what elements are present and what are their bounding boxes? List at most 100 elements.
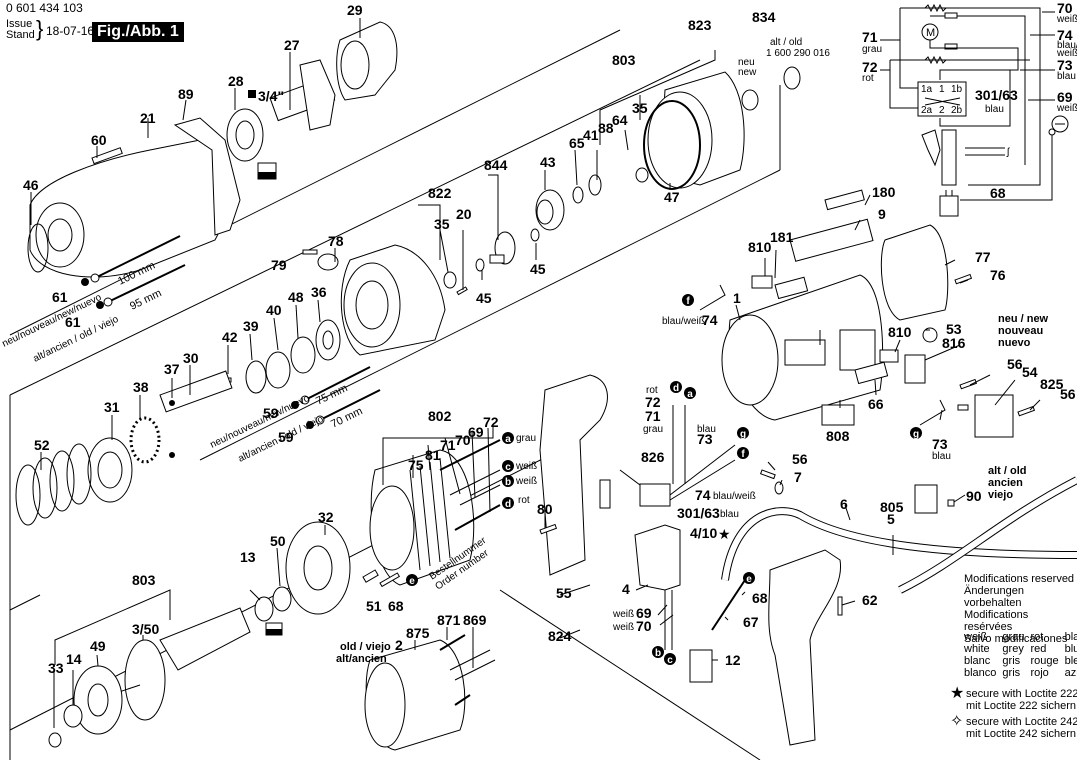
part-9-label bbox=[789, 218, 874, 262]
part-51-spring bbox=[362, 569, 379, 583]
schematic-wire-71: 71 bbox=[862, 29, 878, 45]
part-28-ring-inner bbox=[235, 120, 255, 150]
callout-37: 37 bbox=[164, 361, 180, 377]
part-73-terminal bbox=[919, 399, 946, 426]
callout-14: 14 bbox=[66, 651, 82, 667]
callout-36: 36 bbox=[311, 284, 327, 300]
callout-77: 77 bbox=[975, 249, 991, 265]
label-rot: rot bbox=[646, 385, 658, 396]
callout-301-63: 301/63 bbox=[677, 505, 720, 521]
part-4-electronic-module bbox=[634, 524, 681, 650]
callout-12: 12 bbox=[725, 652, 741, 668]
schematic-wire-70-color: weiß bbox=[1056, 14, 1077, 25]
callout-871: 871 bbox=[437, 612, 461, 628]
part-39-spring-clip bbox=[245, 360, 267, 394]
loctite-222-en: secure with Loctite 222 bbox=[966, 688, 1077, 700]
svg-text:e: e bbox=[746, 574, 752, 585]
part-30-hammer-shaft bbox=[159, 370, 233, 413]
callout-56-c: 56 bbox=[792, 451, 808, 467]
wire-tag-c-color: weiß bbox=[515, 461, 537, 472]
loctite-242-en: secure with Loctite 242 bbox=[966, 716, 1077, 728]
part-32-fan-baffle bbox=[285, 521, 351, 615]
label-old-part-number: 1 600 290 016 bbox=[766, 48, 830, 59]
callout-80: 80 bbox=[537, 501, 553, 517]
callout-803-top: 803 bbox=[612, 52, 636, 68]
callout-875: 875 bbox=[406, 625, 430, 641]
color-cell: gris bbox=[1002, 667, 1021, 679]
callout-3-4-inch: 3/4" bbox=[258, 88, 284, 104]
color-cell: rojo bbox=[1030, 667, 1049, 679]
label-blau-73: blau bbox=[697, 424, 716, 435]
callout-27: 27 bbox=[284, 37, 300, 53]
label-new-59: neu/nouveau/new/nuevo bbox=[208, 393, 311, 451]
callout-810-a: 810 bbox=[748, 239, 772, 255]
part-33-sleeve bbox=[48, 732, 62, 748]
callout-30: 30 bbox=[183, 350, 199, 366]
callout-78: 78 bbox=[328, 233, 344, 249]
part-52-spring bbox=[15, 443, 92, 526]
callout-71: 71 bbox=[645, 408, 661, 424]
callout-75: 75 bbox=[408, 457, 424, 473]
callout-71-field: 71 bbox=[440, 437, 456, 453]
schematic-wire-69-color: weiß bbox=[1056, 103, 1077, 114]
part-180-label bbox=[824, 189, 865, 211]
part-810-capacitor-a bbox=[751, 275, 773, 289]
square-drive-icon bbox=[248, 90, 256, 98]
part-31-hammer bbox=[87, 437, 133, 503]
callout-5: 5 bbox=[887, 511, 895, 527]
schematic-wire-74: 74 bbox=[1057, 27, 1073, 43]
loctite-242-de: mit Loctite 242 sichern bbox=[966, 728, 1077, 740]
part-54-screw bbox=[957, 404, 969, 411]
callout-90: 90 bbox=[966, 488, 982, 504]
callout-79: 79 bbox=[271, 257, 287, 273]
callout-803-bottom: 803 bbox=[132, 572, 156, 588]
label-nuevo: nuevo bbox=[998, 337, 1031, 349]
callout-816: 816 bbox=[942, 335, 966, 351]
part-45-washer-b bbox=[475, 258, 485, 272]
callout-33: 33 bbox=[48, 660, 64, 676]
color-cell: azul bbox=[1064, 667, 1077, 679]
callout-20: 20 bbox=[456, 206, 472, 222]
callout-42: 42 bbox=[222, 329, 238, 345]
part-350-armature bbox=[109, 607, 251, 721]
part-14-bearing bbox=[63, 704, 83, 728]
label-grau: grau bbox=[643, 424, 663, 435]
schematic-switch-color: blau bbox=[985, 104, 1004, 115]
schematic-wire-72: 72 bbox=[862, 59, 878, 75]
callout-65: 65 bbox=[569, 135, 585, 151]
label-alt-old-2: alt / old bbox=[988, 465, 1027, 477]
label-nouveau: nouveau bbox=[998, 325, 1043, 337]
callout-70-field: 70 bbox=[455, 432, 471, 448]
svg-text:g: g bbox=[913, 429, 919, 440]
color-row-es: blanco gris rojo azul bbox=[964, 667, 1077, 679]
callout-844: 844 bbox=[484, 157, 508, 173]
callout-61-old: 61 bbox=[65, 314, 81, 330]
part-12-connector bbox=[689, 649, 713, 683]
part-49-disc bbox=[73, 665, 123, 735]
callout-72-field: 72 bbox=[483, 414, 499, 430]
part-45-washer-a bbox=[530, 228, 540, 242]
callout-825: 825 bbox=[1040, 376, 1064, 392]
part-822-gear-housing bbox=[340, 244, 446, 356]
part-47-o-ring bbox=[643, 100, 701, 190]
part-21-nose-housing bbox=[29, 139, 226, 278]
part-79-screw bbox=[302, 249, 318, 255]
svg-text:g: g bbox=[740, 429, 746, 440]
color-translation-table: weiß grau rot blau white grey red blue b… bbox=[964, 631, 1077, 679]
part-825-cover-plate bbox=[974, 394, 1014, 438]
callout-68-a: 68 bbox=[388, 598, 404, 614]
part-67-wire bbox=[711, 579, 746, 631]
wire-tag-d-color: rot bbox=[518, 495, 530, 506]
svg-text:a: a bbox=[505, 434, 511, 445]
part-37-ball-b bbox=[169, 452, 175, 458]
color-cell: gris bbox=[1002, 655, 1021, 667]
color-cell: weiß bbox=[964, 631, 988, 643]
svg-text:d: d bbox=[505, 499, 511, 510]
motor-symbol: M bbox=[926, 27, 935, 39]
callout-48: 48 bbox=[288, 289, 304, 305]
schematic-wire-74-color2: weiß bbox=[1056, 48, 1077, 59]
schematic-wire-labels: 70 weiß 71 grau 74 blau/ weiß 72 rot 73 … bbox=[862, 0, 1077, 201]
callout-51: 51 bbox=[366, 598, 382, 614]
callout-64: 64 bbox=[612, 112, 628, 128]
part-80-screw bbox=[539, 523, 558, 535]
